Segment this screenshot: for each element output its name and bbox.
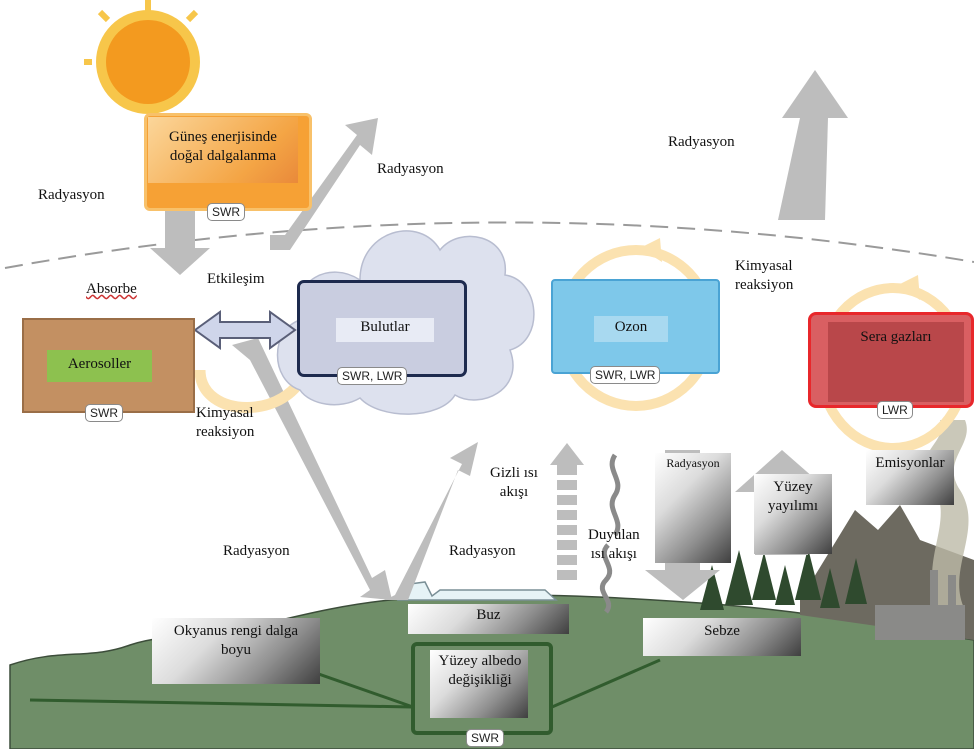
interaction-double-arrow xyxy=(193,310,297,350)
clouds-label: Bulutlar xyxy=(360,319,410,335)
latent-heat-arrow xyxy=(550,443,584,580)
radiation-label-top-mid: Radyasyon xyxy=(377,161,444,177)
aerosols-swr-tag: SWR xyxy=(85,404,123,422)
ice-patch xyxy=(397,581,558,601)
ozone-box xyxy=(551,279,720,374)
aerosols-label: Aerosoller xyxy=(67,356,132,372)
ocean-gradient-box xyxy=(152,618,320,684)
sun-icon xyxy=(84,0,200,114)
trees-icon xyxy=(700,548,867,610)
radiation-label-bottom-left: Radyasyon xyxy=(223,543,290,559)
ghg-tag: LWR xyxy=(877,401,913,419)
vegetation-label: Sebze xyxy=(704,623,740,639)
vegetation-gradient-box xyxy=(643,618,801,656)
radiation-gradient-label: Radyasyon xyxy=(666,456,720,470)
emissions-gradient-box xyxy=(866,450,954,505)
ozone-label: Ozon xyxy=(614,319,648,335)
factory-icon xyxy=(875,570,965,640)
radiation-label-top-right: Radyasyon xyxy=(668,134,735,150)
ice-label: Buz xyxy=(476,607,501,623)
sun-swr-tag: SWR xyxy=(207,203,245,221)
sensible-heat-arrows xyxy=(599,453,621,614)
emissions-label: Emisyonlar xyxy=(875,455,945,471)
interaction-label: Etkileşim xyxy=(207,271,265,287)
surface-gradient-box xyxy=(754,474,832,554)
clouds-tag: SWR, LWR xyxy=(337,367,408,385)
radiation-label-top-left: Radyasyon xyxy=(38,187,105,203)
atmosphere-boundary xyxy=(4,221,974,269)
absorb-label: Absorbe xyxy=(86,281,137,297)
albedo-connector-left xyxy=(29,698,413,709)
radiation-gradient-box xyxy=(655,453,731,563)
ghg-label: Sera gazları xyxy=(860,329,932,345)
radiation-label-bottom-mid: Radyasyon xyxy=(449,543,516,559)
ice-gradient-box xyxy=(408,604,569,634)
albedo-tag: SWR xyxy=(466,729,504,747)
ozone-tag: SWR, LWR xyxy=(590,366,661,384)
